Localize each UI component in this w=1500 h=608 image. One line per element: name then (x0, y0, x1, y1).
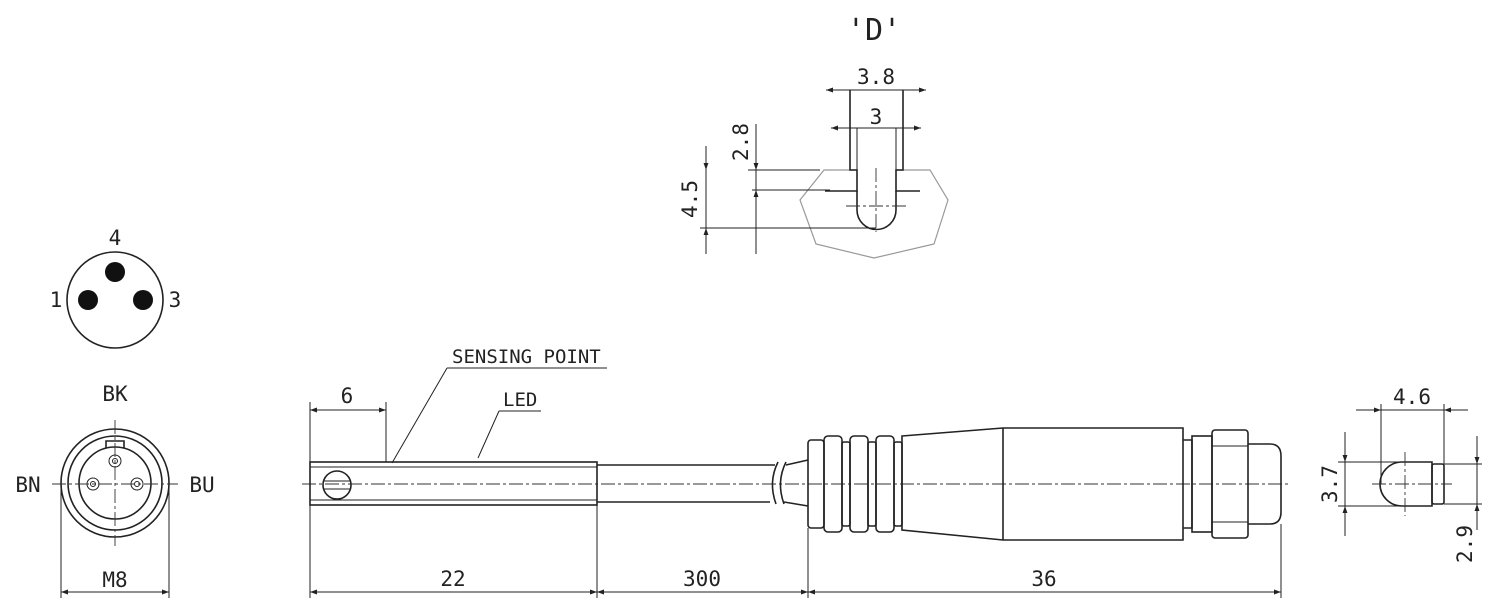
dim-slot-outer: 3.8 (857, 65, 895, 89)
sensing-point-label: SENSING POINT (452, 346, 601, 368)
dim-depth-top: 2.8 (729, 123, 753, 161)
dim-end-small: 2.9 (1453, 525, 1477, 563)
detail-title: 'D' (847, 13, 901, 48)
pin-4-label: 4 (109, 226, 122, 250)
connector-tip (1248, 443, 1282, 525)
slot-bottom (856, 191, 897, 231)
detail-d-view: 'D' 3.8 3 2.8 4.5 (678, 13, 949, 259)
wire-bk-label: BK (102, 382, 128, 406)
pin-3-dot (133, 290, 153, 310)
wire-bn-label: BN (15, 473, 40, 497)
sensor-body (309, 461, 598, 506)
end-view: 4.6 3.7 2.9 (1318, 385, 1482, 563)
pin-4-dot (105, 262, 125, 282)
dim-thread: M8 (102, 568, 127, 592)
dim-end-height: 3.7 (1318, 465, 1342, 503)
coupling-nut (1211, 429, 1249, 539)
screw-slot (323, 480, 351, 490)
pin-1-dot (78, 290, 98, 310)
dim-depth-total: 4.5 (678, 180, 702, 218)
dim-end-width: 4.6 (1393, 385, 1431, 409)
pinout-face (66, 251, 164, 349)
slot-left-edge (825, 90, 858, 192)
dim-body-length: 22 (440, 567, 465, 591)
pin-3-label: 3 (169, 288, 182, 312)
dim-sensing-offset: 6 (341, 384, 354, 408)
rail-profile (799, 169, 949, 259)
wire-bu-label: BU (189, 473, 214, 497)
led-label: LED (503, 389, 537, 411)
fixing-screw (322, 470, 352, 500)
connector-key (105, 440, 125, 448)
side-view: SENSING POINT LED 6 22 300 36 (302, 346, 1290, 598)
dim-cable-length: 300 (683, 567, 721, 591)
dim-connector-length: 36 (1031, 567, 1056, 591)
connector-face-view: BK BN BU M8 (15, 382, 215, 598)
pin-1-label: 1 (50, 288, 63, 312)
dim-slot-inner: 3 (870, 105, 883, 129)
slot-right-edge (895, 90, 920, 192)
cable-break (771, 461, 787, 505)
pinout-view: 4 1 3 (50, 226, 182, 349)
